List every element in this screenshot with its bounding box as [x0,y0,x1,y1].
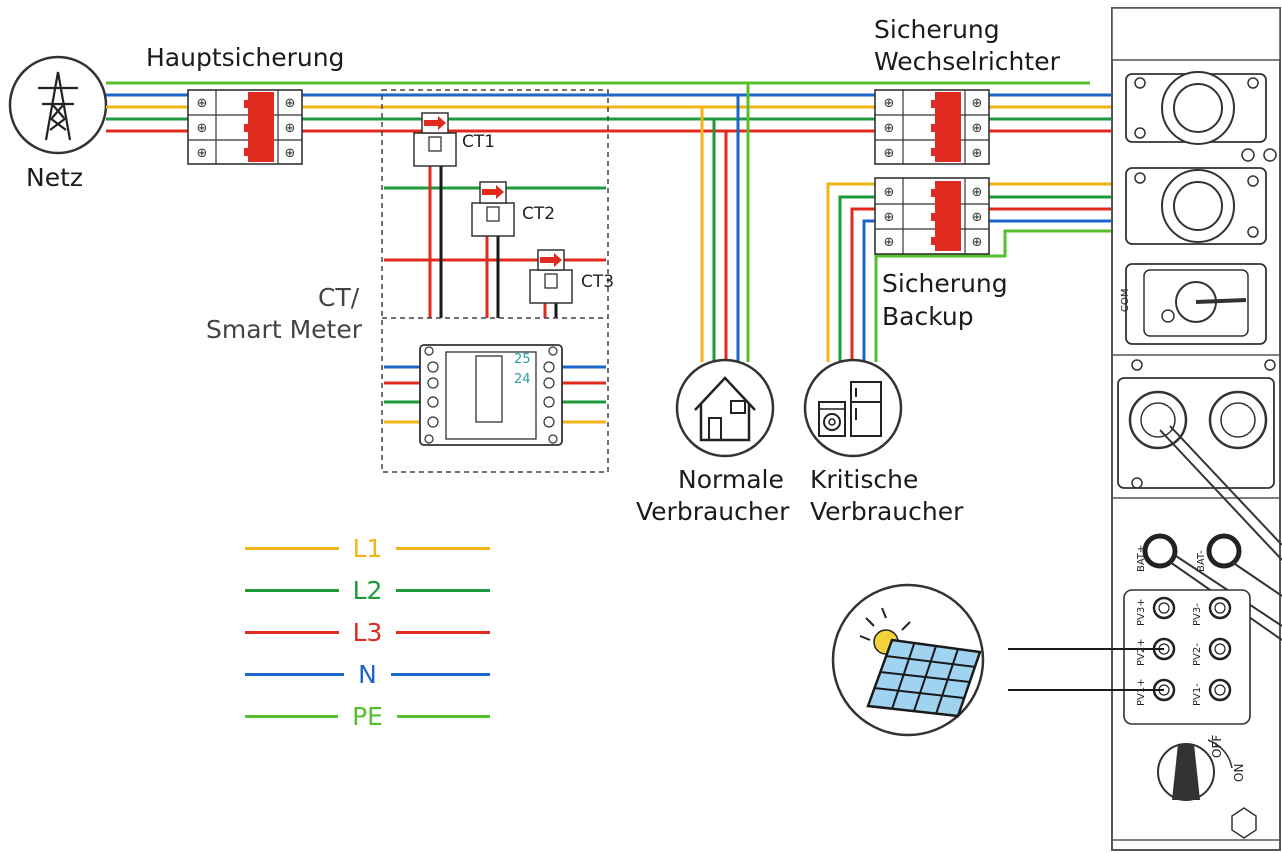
ct2-sensor [471,181,515,237]
switch-on-label: ON [1232,763,1246,782]
battery-connector [1117,359,1282,561]
legend-row-pe: PE [245,699,490,733]
house-icon [675,358,775,458]
switch-off-label: OFF [1210,734,1224,758]
svg-text:⊕: ⊕ [884,146,895,161]
appliances-icon [803,358,903,458]
com-port [1125,263,1267,345]
inverter-breaker: ⊕ ⊕ ⊕ ⊕ ⊕ ⊕ [874,89,990,165]
pv1-plus-label: PV1+ [1136,678,1147,706]
sicherung-wr-label-1: Sicherung [874,15,1000,44]
svg-text:⊕: ⊕ [884,185,895,200]
sicherung-wr-label-2: Wechselrichter [874,47,1060,76]
kritische-label-2: Verbraucher [810,497,964,526]
legend-row-n: N [245,657,491,691]
legend-label: L1 [352,533,383,563]
ct2-label: CT2 [522,204,556,224]
ac-backup-port [1125,167,1267,245]
ct-meter-label-1: CT/ [318,283,360,312]
legend-row-l1: L1 [245,531,490,565]
svg-text:⊕: ⊕ [197,96,208,111]
svg-text:⊕: ⊕ [884,210,895,225]
ac-grid-port [1125,71,1277,162]
ct-frame [381,89,609,473]
svg-text:⊕: ⊕ [972,146,983,161]
ct1-sensor [413,112,457,167]
svg-text:⊕: ⊕ [197,121,208,136]
svg-text:⊕: ⊕ [884,235,895,250]
pv2-minus-label: PV2- [1192,643,1203,666]
main-breaker: ⊕ ⊕ ⊕ ⊕ ⊕ ⊕ [187,89,303,165]
svg-text:⊕: ⊕ [972,210,983,225]
svg-text:⊕: ⊕ [884,96,895,111]
ct1-label: CT1 [462,132,496,152]
svg-text:⊕: ⊕ [972,96,983,111]
pv3-plus-label: PV3+ [1136,598,1147,626]
meter-terminal-24: 24 [514,372,531,387]
drop-normale [700,83,750,362]
normale-label-2: Verbraucher [636,497,790,526]
netz-label: Netz [26,163,84,192]
pv2-plus-label: PV2+ [1136,638,1147,666]
ct-wires [428,166,558,318]
meter-terminal-25: 25 [514,352,531,367]
sicherung-backup-label-2: Backup [882,302,974,331]
normale-label-1: Normale [678,465,784,494]
ct-meter-label-2: Smart Meter [206,315,362,344]
svg-text:⊕: ⊕ [972,121,983,136]
ct3-label: CT3 [581,272,615,292]
legend-row-l2: L2 [245,573,490,607]
bat-plus-label: BAT+ [1136,544,1147,572]
kritische-label-1: Kritische [810,465,919,494]
pv-wires [1008,648,1164,691]
svg-text:⊕: ⊕ [197,146,208,161]
sicherung-backup-label-1: Sicherung [882,269,1008,298]
pv1-minus-label: PV1- [1192,683,1203,706]
ct3-sensor [529,249,573,304]
legend-label: L3 [352,617,383,647]
rotary-switch-icon [1157,739,1257,839]
smart-meter [419,344,563,446]
svg-text:⊕: ⊕ [285,146,296,161]
svg-text:⊕: ⊕ [884,121,895,136]
legend-label: L2 [352,575,383,605]
svg-text:⊕: ⊕ [285,96,296,111]
legend-label: PE [352,701,383,731]
hauptsicherung-label: Hauptsicherung [146,43,345,72]
svg-text:⊕: ⊕ [972,235,983,250]
svg-text:⊕: ⊕ [972,185,983,200]
legend-row-l3: L3 [245,615,490,649]
legend-label: N [358,659,377,689]
bat-minus-label: BAT- [1196,550,1207,572]
pv3-minus-label: PV3- [1192,603,1203,626]
power-tower-icon [8,55,108,155]
backup-breaker: ⊕ ⊕ ⊕ ⊕ ⊕ ⊕ [874,177,990,255]
svg-text:⊕: ⊕ [285,121,296,136]
com-port-label: COM [1120,288,1131,312]
solar-panel-icon [831,583,985,737]
